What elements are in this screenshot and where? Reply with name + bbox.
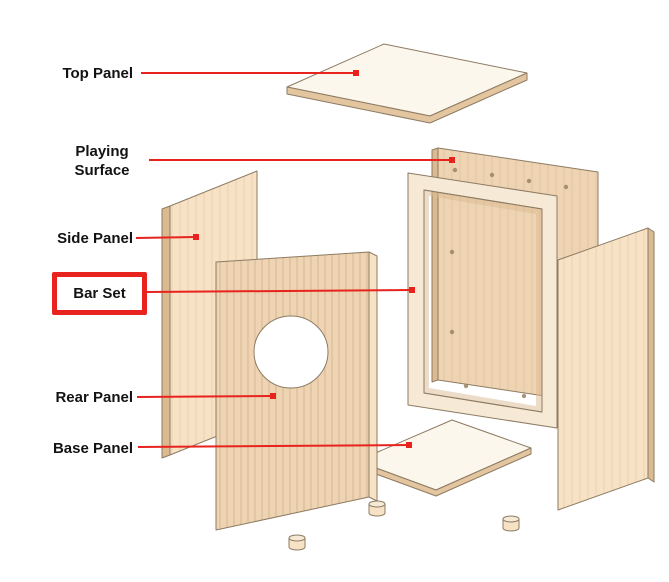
leader-line-base-panel (137, 444, 410, 448)
label-playing-surface: Playing Surface (74, 143, 130, 179)
bar-set-frame (407, 172, 558, 429)
bar-set-highlight-box: Bar Set (52, 272, 147, 315)
foot (288, 534, 306, 551)
right-side-panel-grain (558, 228, 648, 510)
leader-dot-playing-surface (449, 157, 455, 163)
label-side-panel: Side Panel (57, 230, 133, 247)
right-side-panel-edge (647, 227, 655, 483)
leader-lines (135, 70, 455, 448)
base-panel-face (356, 419, 532, 491)
bar-set-frame-inner-edge (423, 189, 543, 413)
leader-dot-rear-panel (270, 393, 276, 399)
leader-line-side-panel (135, 236, 197, 239)
label-rear-panel: Rear Panel (55, 389, 133, 406)
leader-line-rear-panel (136, 395, 274, 398)
leader-line-bar-set (146, 289, 413, 293)
leader-dot-bar-set (409, 287, 415, 293)
rear-panel-grain (216, 252, 369, 530)
label-bar-set: Bar Set (73, 285, 126, 302)
right-side-panel (557, 227, 655, 511)
bar-set-frame-bevel (424, 190, 542, 412)
left-side-panel-edge (161, 205, 171, 459)
label-top-panel: Top Panel (62, 65, 133, 82)
feet (288, 500, 520, 551)
leader-dot-top-panel (353, 70, 359, 76)
leader-dot-side-panel (193, 234, 199, 240)
top-panel (286, 43, 528, 124)
label-base-panel: Base Panel (52, 440, 133, 457)
leader-dot-base-panel (406, 442, 412, 448)
sound-hole (253, 315, 329, 389)
top-panel-edge (286, 72, 528, 124)
base-panel (356, 419, 532, 497)
foot (368, 500, 386, 517)
foot (502, 515, 520, 532)
rear-panel (215, 251, 378, 531)
top-panel-face (286, 43, 528, 117)
